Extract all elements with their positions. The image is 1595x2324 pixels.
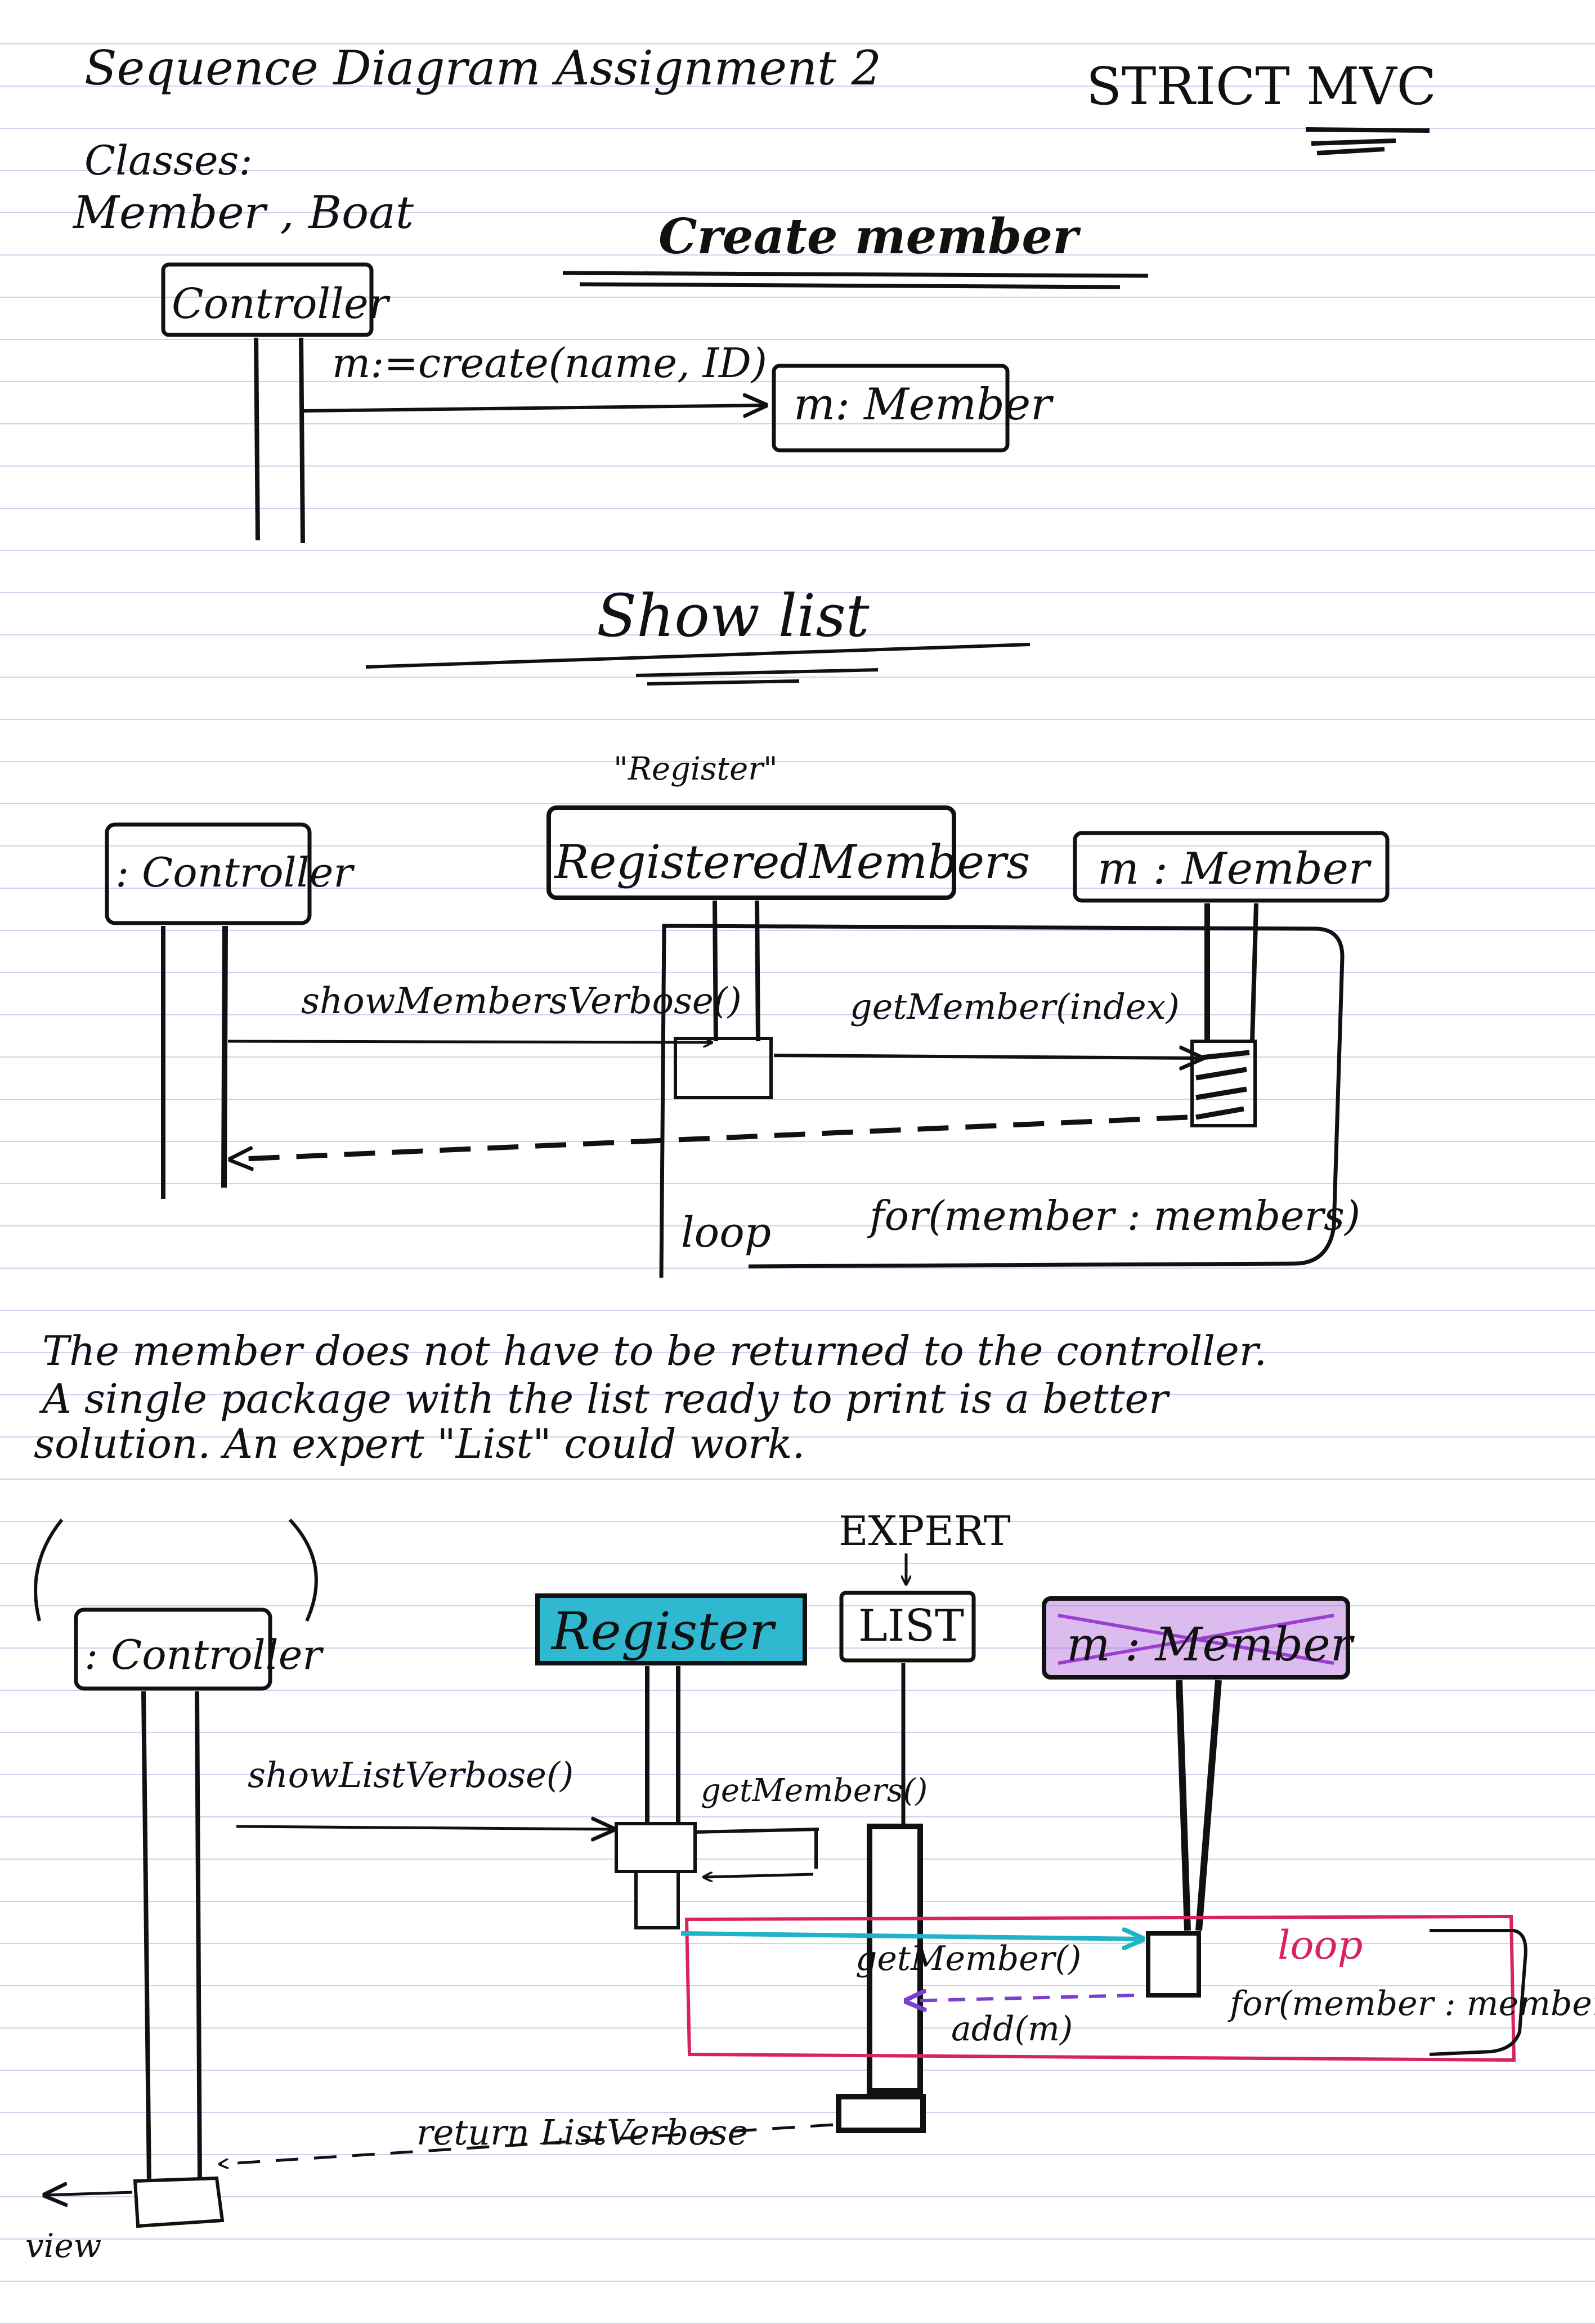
controller-activation-create <box>299 337 305 544</box>
member-box-show <box>1073 831 1390 903</box>
right-bracket <box>288 1518 318 1622</box>
controller-lifeline-create <box>254 337 260 541</box>
loop-frame-show <box>659 924 1345 1278</box>
register-activation-top <box>615 1822 697 1873</box>
comment-line-3: solution. An expert "List" could work. <box>34 1420 805 1467</box>
registered-lifeline-left <box>713 900 718 1042</box>
registered-members-box <box>546 805 956 900</box>
loop-guard-show: for(member : members) <box>867 1192 1360 1239</box>
add-member-purple-arrow <box>906 1995 1135 2001</box>
show-list-underline <box>365 643 1031 686</box>
list-box-expert <box>839 1591 976 1663</box>
controller-label-create: Controller <box>172 280 391 328</box>
show-list-return-arrow <box>231 1114 1188 1159</box>
get-members-return-arrow <box>704 1874 814 1877</box>
member-activation-hatch <box>1195 1050 1250 1120</box>
controller-lifeline-expert-right <box>195 1691 202 2184</box>
get-member-message-label: getMember(index) <box>850 986 1180 1027</box>
register-activation-bottom <box>634 1870 680 1929</box>
strict-mvc-note: STRICT MVC <box>1086 56 1436 117</box>
list-activation <box>867 1824 923 2094</box>
member-label-show: m : Member <box>1097 844 1372 894</box>
comment-line-2: A single package with the list ready to … <box>39 1375 1170 1422</box>
register-box-expert <box>535 1593 807 1665</box>
classes-label: Classes: <box>84 137 253 184</box>
expert-label: EXPERT <box>839 1507 1011 1555</box>
list-label-expert: LIST <box>858 1601 964 1651</box>
page-title: Sequence Diagram Assignment 2 <box>84 41 881 96</box>
show-members-message-arrow <box>227 1041 712 1042</box>
show-list-verbose-arrow <box>236 1826 613 1829</box>
member-box-scribble <box>1058 1614 1334 1665</box>
register-activation-bar <box>695 1828 819 1834</box>
loop-label-expert: loop <box>1278 1922 1363 1968</box>
loop-label-show: loop <box>681 1208 771 1257</box>
member-lifeline-expert-left <box>1176 1680 1191 1931</box>
comment-line-1: The member does not have to be returned … <box>42 1327 1267 1374</box>
member-label-expert: m : Member <box>1067 1618 1355 1672</box>
controller-lifeline-expert-left <box>141 1691 151 2184</box>
show-list-verbose-label: showListVerbose() <box>248 1754 574 1795</box>
show-list-heading: Show list <box>597 581 870 650</box>
member-activation-expert <box>1146 1931 1201 1998</box>
create-message-arrow <box>302 405 765 411</box>
member-box-create <box>772 364 1010 453</box>
classes-list: Member , Boat <box>72 186 414 239</box>
member-lifeline-show-right <box>1250 903 1258 1042</box>
get-member-label-expert: getMember() <box>855 1939 1081 1978</box>
register-note: "Register" <box>613 751 778 787</box>
controller-box-expert <box>74 1607 272 1691</box>
create-message-label: m:=create(name, ID) <box>332 339 767 387</box>
to-view-arrow <box>45 2192 133 2195</box>
controller-label-show: : Controller <box>115 849 355 896</box>
strict-mvc-underline <box>1305 127 1430 155</box>
get-members-label: getMembers() <box>701 1772 928 1809</box>
member-activation-show <box>1190 1040 1257 1127</box>
add-label: add(m) <box>951 2009 1073 2049</box>
get-member-cyan-arrow <box>680 1933 1143 1939</box>
controller-box-create <box>161 262 374 337</box>
create-member-underline <box>562 271 1149 289</box>
show-members-message-label: showMembersVerbose() <box>301 980 742 1022</box>
registered-members-label: RegisteredMembers <box>553 836 1030 889</box>
loop-frame-expert-ink <box>1429 1929 1527 2056</box>
create-member-heading: Create member <box>658 208 1081 265</box>
member-lifeline-expert-right <box>1195 1680 1222 1931</box>
controller-box-show <box>105 822 312 925</box>
get-member-message-arrow <box>773 1055 1202 1058</box>
return-list-verbose-label: return ListVerbose <box>416 2112 748 2153</box>
return-list-verbose-arrow <box>219 2123 834 2164</box>
member-label-create: m: Member <box>794 379 1054 430</box>
controller-activation-show <box>221 925 228 1188</box>
controller-label-expert: : Controller <box>84 1631 324 1678</box>
registered-lifeline-right <box>755 900 760 1042</box>
register-label-expert: Register <box>550 1601 777 1662</box>
loop-guard-expert: for(member : members) <box>1227 1984 1595 2023</box>
left-bracket <box>34 1519 64 1622</box>
controller-activation-expert <box>133 2176 225 2228</box>
list-activation-end <box>836 2094 926 2133</box>
registered-activation <box>674 1037 773 1099</box>
loop-frame-expert-red <box>684 1914 1516 2062</box>
view-label: view <box>25 2227 101 2265</box>
